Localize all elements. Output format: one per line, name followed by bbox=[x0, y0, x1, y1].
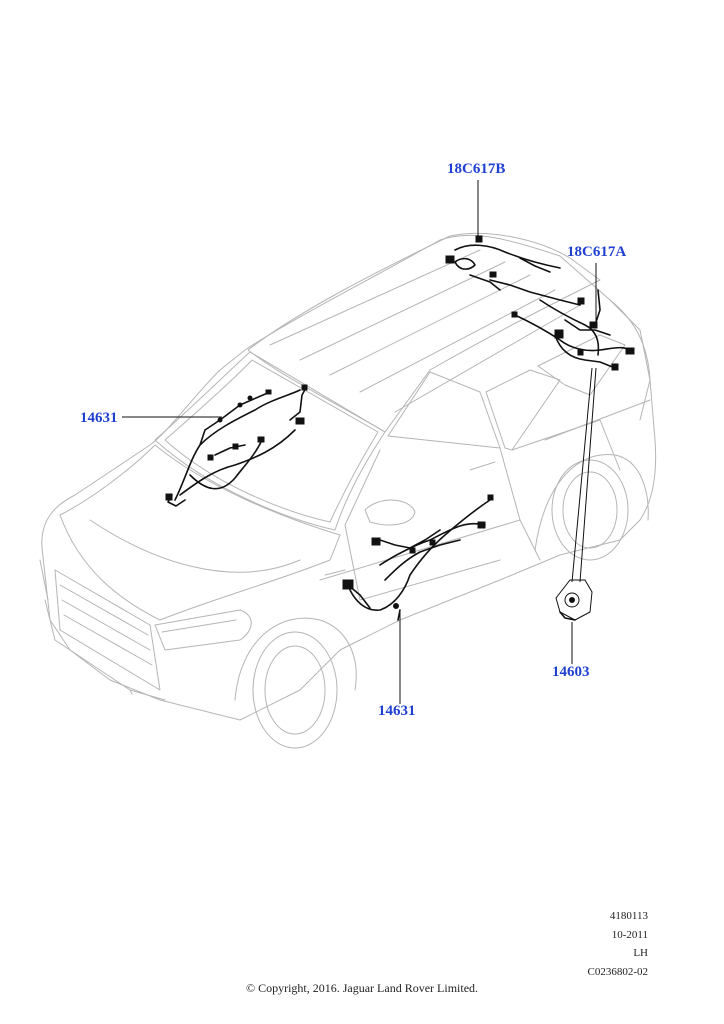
callout-front-harness-14631[interactable]: 14631 bbox=[80, 410, 118, 426]
roof-harness-18c617a bbox=[511, 289, 635, 371]
callout-roof-harness-18c617b[interactable]: 18C617B bbox=[447, 161, 506, 177]
vehicle-outline bbox=[39, 233, 657, 749]
copyright-text: © Copyright, 2016. Jaguar Land Rover Lim… bbox=[245, 981, 479, 995]
door-harness-14631 bbox=[342, 494, 494, 621]
roof-harness-18c617b bbox=[445, 235, 585, 306]
callout-bracket-14603[interactable]: 14603 bbox=[552, 664, 590, 680]
reference-code: 4180113 bbox=[609, 910, 648, 922]
reference-block: 4180113 10-2011 LH C0236802-02 bbox=[588, 907, 649, 981]
callout-roof-harness-18c617a[interactable]: 18C617A bbox=[567, 244, 627, 260]
illustration-id: C0236802-02 bbox=[587, 965, 649, 978]
reference-side: LH bbox=[633, 947, 648, 959]
bracket-14603 bbox=[555, 579, 593, 621]
front-harness-14631 bbox=[165, 384, 308, 507]
reference-date: 10-2011 bbox=[611, 928, 648, 941]
callout-door-harness-14631[interactable]: 14631 bbox=[378, 703, 416, 719]
leader-lines bbox=[122, 180, 597, 704]
